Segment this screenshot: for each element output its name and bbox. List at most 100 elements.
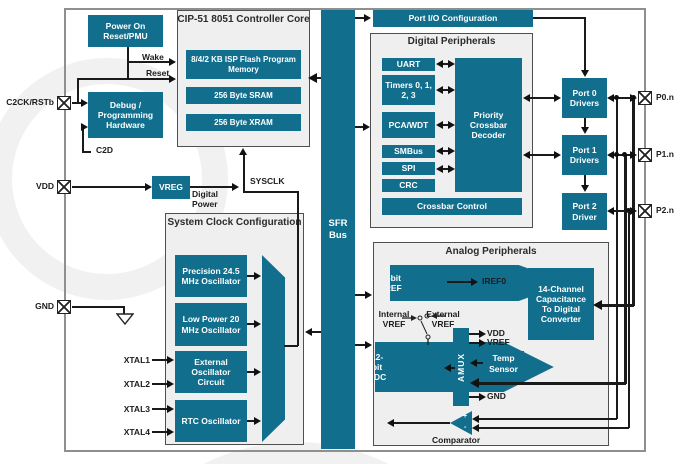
debug-hardware-block: Debug / Programming Hardware: [88, 92, 163, 138]
arrowhead: [254, 272, 261, 280]
wire: [355, 17, 366, 19]
pin-c2ck-rstb: [57, 96, 71, 110]
wire: [355, 344, 366, 346]
arrowhead: [554, 151, 561, 159]
arrowhead: [581, 127, 589, 134]
arrowhead: [444, 364, 451, 372]
pin-gnd: [57, 300, 71, 314]
wire: [123, 306, 125, 314]
wire: [247, 323, 256, 325]
spi-block: SPI: [382, 162, 435, 175]
sram-block: 256 Byte SRAM: [186, 87, 301, 104]
clock-mux-shape: [262, 255, 285, 442]
wire: [441, 150, 449, 152]
low-power-osc-block: Low Power 20 MHz Oscillator: [175, 303, 247, 346]
wire: [478, 427, 629, 429]
rtc-osc-block: RTC Oscillator: [175, 400, 247, 442]
chip-outline: [64, 8, 646, 452]
smbus-block: SMBus: [382, 145, 435, 158]
digital-peripherals-title: Digital Peripherals: [407, 36, 496, 47]
gnd-out-label: GND: [487, 391, 506, 401]
wire: [393, 422, 450, 424]
sfr-bus: SFR Bus: [321, 10, 355, 449]
pin-label-gnd: GND: [35, 301, 54, 311]
wire: [441, 124, 449, 126]
wire: [316, 77, 321, 79]
arrowhead: [554, 94, 561, 102]
external-osc-block: External Oscillator Circuit: [175, 351, 247, 393]
pin-p0: [638, 91, 652, 105]
reset-label: Reset: [146, 68, 170, 78]
wire: [469, 333, 481, 335]
wire: [450, 367, 455, 369]
wire: [529, 154, 555, 156]
crossbar-decoder-block: Priority Crossbar Decoder: [455, 58, 522, 192]
wire: [613, 97, 631, 99]
arrowhead: [365, 291, 372, 299]
arrowhead: [167, 356, 174, 364]
wire: [624, 155, 627, 384]
arrowhead: [448, 86, 455, 94]
arrowhead: [363, 123, 370, 131]
wire: [355, 126, 366, 128]
external-vref-label: External VREF: [426, 309, 460, 329]
arrowhead: [470, 378, 479, 388]
arrowhead: [523, 94, 530, 102]
arrowhead: [448, 60, 455, 68]
wire: [441, 168, 449, 170]
arrowhead: [471, 278, 478, 286]
wire: [77, 78, 170, 80]
wire: [72, 306, 124, 308]
crc-block: CRC: [382, 179, 435, 192]
junction-dot: [626, 208, 631, 213]
wire: [477, 362, 483, 364]
junction-dot: [614, 95, 619, 100]
c2d-label: C2D: [96, 145, 114, 155]
wire: [469, 342, 481, 344]
arrowhead: [169, 75, 176, 83]
comparator-label: Comparator: [432, 435, 481, 445]
wire: [247, 420, 256, 422]
wire: [284, 345, 298, 347]
junction-dot: [622, 152, 627, 157]
crossbar-control-block: Crossbar Control: [382, 198, 522, 215]
system-clock-title: System Clock Configuration: [167, 217, 302, 228]
arrowhead: [145, 183, 152, 191]
wire: [190, 186, 233, 188]
wire: [312, 331, 321, 333]
arrowhead: [167, 405, 174, 413]
junction-dot: [631, 95, 636, 100]
wire: [447, 281, 473, 283]
xtal2-label: XTAL2: [123, 379, 150, 389]
arrowhead: [308, 73, 317, 83]
internal-vref-label: Internal VREF: [378, 309, 410, 329]
arrowhead: [479, 330, 486, 338]
wire: [533, 17, 585, 19]
arrowhead: [436, 165, 443, 173]
cip51-title: CIP-51 8051 Controller Core: [177, 14, 310, 25]
arrowhead: [448, 165, 455, 173]
arrowhead: [436, 60, 443, 68]
arrowhead: [232, 183, 239, 191]
power-on-reset-block: Power On Reset/PMU: [88, 15, 163, 47]
wire: [628, 211, 630, 428]
arrowhead: [581, 70, 589, 77]
arrowhead: [167, 380, 174, 388]
arrowhead: [436, 147, 443, 155]
arrowhead: [254, 320, 261, 328]
iref0-label: IREF0: [482, 276, 507, 286]
wire: [469, 396, 481, 398]
pin-label-p0n: P0.n: [656, 92, 674, 102]
wire: [243, 191, 299, 193]
vdd-out-label: VDD: [487, 328, 505, 338]
arrowhead: [470, 359, 477, 367]
wire: [152, 408, 168, 410]
pca-wdt-block: PCA/WDT: [382, 112, 435, 138]
arrowhead: [239, 148, 247, 155]
uart-block: UART: [382, 58, 435, 71]
arrowhead: [436, 86, 443, 94]
comparator-minus: -: [464, 424, 467, 431]
arrowhead: [472, 415, 479, 423]
arrowhead: [167, 428, 174, 436]
amux-block: AMUX: [453, 328, 469, 406]
